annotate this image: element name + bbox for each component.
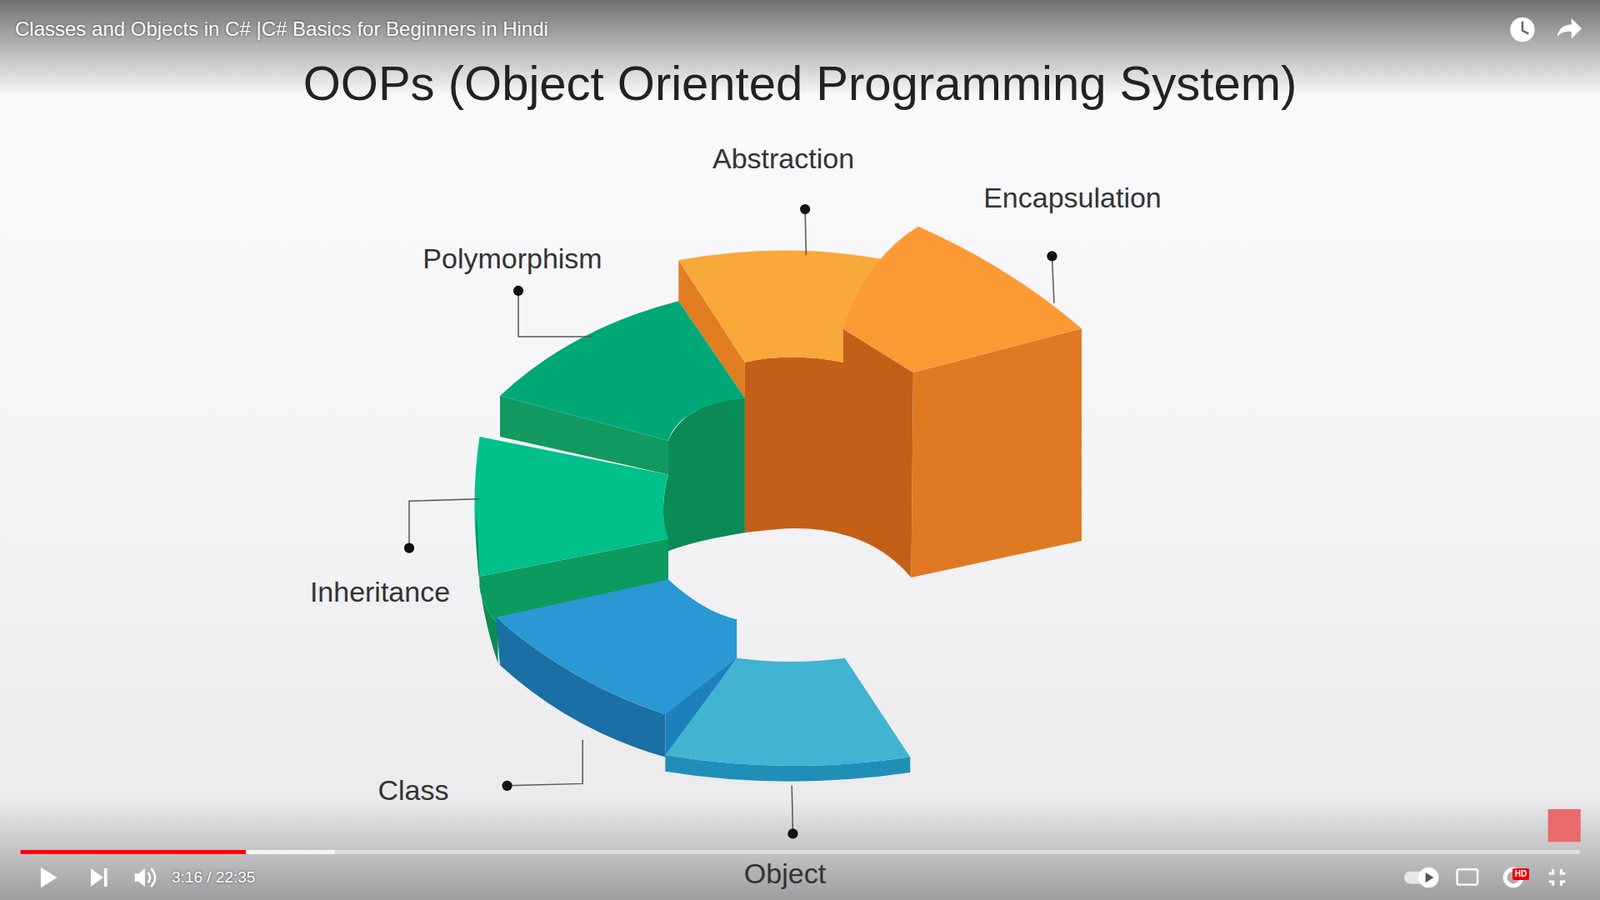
player-controls (20, 17, 1581, 888)
slide-title: OOPs (Object Oriented Programming System… (303, 55, 1298, 112)
hd-badge: HD (1512, 868, 1530, 880)
concept-label: Polymorphism (422, 242, 602, 275)
video-title: Classes and Objects in C# |C# Basics for… (15, 17, 549, 41)
concept-label: Encapsulation (983, 181, 1162, 215)
concept-label: Class (377, 774, 449, 807)
time-display: 3:16 / 22:35 (171, 868, 255, 887)
concept-label: Object (744, 857, 826, 890)
concept-label: Inheritance (310, 575, 450, 609)
concept-label: Abstraction (712, 142, 855, 175)
